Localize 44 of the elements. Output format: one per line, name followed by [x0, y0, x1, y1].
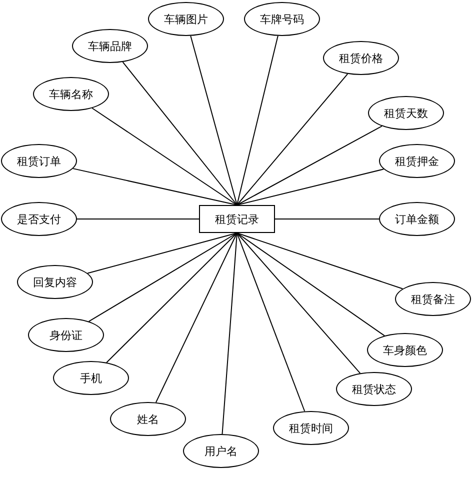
attribute-name: 租赁状态 [352, 382, 396, 396]
attribute-name: 车身颜色 [383, 342, 427, 358]
attribute-name: 是否支付 [17, 212, 61, 226]
connector-line [236, 232, 361, 374]
attribute-name: 租赁价格 [339, 50, 383, 66]
entity-box [199, 205, 275, 233]
attribute-ellipse [379, 144, 455, 178]
connector-line [236, 232, 404, 290]
attribute-name: 手机 [80, 370, 102, 386]
attribute-name: 订单金额 [395, 212, 439, 226]
connector-line [236, 73, 348, 206]
attribute-name: 回复内容 [33, 274, 77, 290]
attribute-name: 租赁时间 [289, 420, 333, 436]
attribute-name: 租赁押金 [395, 154, 439, 168]
connector-line [274, 218, 380, 220]
connector-line [92, 108, 238, 206]
attribute-name: 用户名 [204, 444, 238, 458]
connector-line [106, 232, 238, 363]
attribute-name: 车牌号码 [260, 12, 304, 26]
attribute-name: 车辆品牌 [88, 38, 132, 54]
connector-line [190, 35, 238, 206]
attribute-name: 姓名 [137, 412, 159, 426]
connector-line [236, 126, 382, 206]
connector-line [76, 218, 200, 220]
attribute-name: 车辆图片 [164, 12, 208, 26]
connector-line [88, 232, 238, 322]
connector-line [122, 62, 238, 206]
attribute-name: 租赁备注 [411, 292, 455, 306]
attribute-name: 身份证 [50, 328, 82, 342]
attribute-name: 租赁订单 [17, 154, 61, 168]
attribute-name: 车辆名称 [49, 86, 93, 102]
connector-line [236, 168, 384, 206]
attribute-ellipse [395, 282, 471, 316]
connector-line [87, 232, 238, 274]
connector-line [236, 35, 278, 206]
connector-line [222, 232, 238, 434]
connector-line [236, 232, 306, 412]
entity-name: 租赁记录 [215, 212, 259, 226]
connector-line [72, 168, 238, 206]
attribute-ellipse [1, 144, 77, 178]
attribute-name: 租赁天数 [384, 106, 428, 120]
attribute-ellipse [17, 265, 93, 299]
connector-line [155, 232, 238, 403]
connector-line [236, 232, 385, 336]
